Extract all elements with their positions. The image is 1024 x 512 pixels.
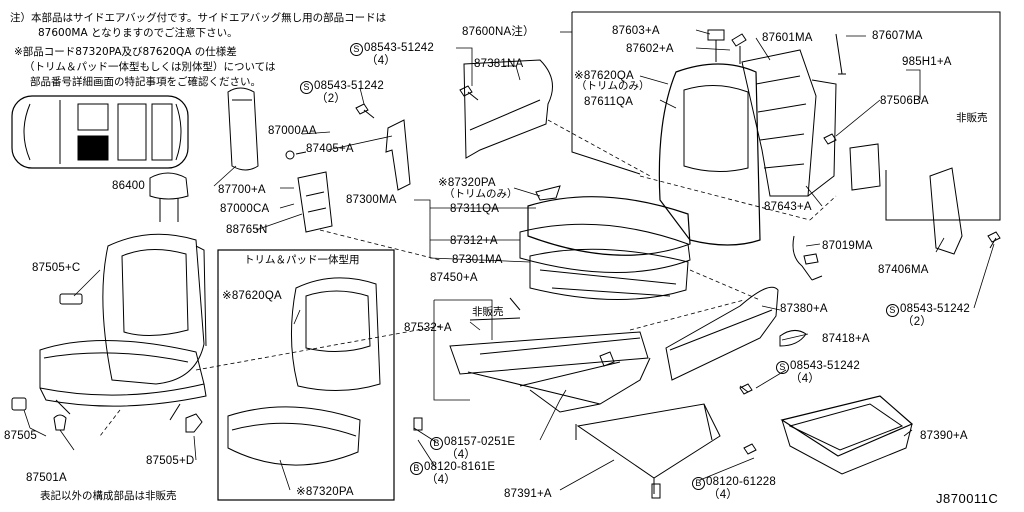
storage-box bbox=[780, 395, 914, 475]
callout-87418: 87418+A bbox=[822, 333, 870, 345]
seatback-group-frame bbox=[572, 11, 1001, 221]
callout-87381: 87381NA bbox=[474, 58, 524, 70]
callout-b-bolt-2-qty: （4） bbox=[426, 474, 456, 486]
b-bolt-3-code: 08120-61228 bbox=[706, 476, 776, 488]
s-mark-icon: S bbox=[300, 81, 313, 94]
callout-87700: 87700+A bbox=[218, 184, 266, 196]
vehicle-location-icon bbox=[11, 95, 189, 169]
assembled-seat bbox=[39, 233, 207, 421]
dashed-relation-lines bbox=[99, 119, 837, 437]
b-mark-icon: B bbox=[430, 437, 443, 450]
callout-87602: 87602+A bbox=[626, 43, 674, 55]
callout-87000ca: 87000CA bbox=[220, 203, 270, 215]
note-line-4: （トリム＆パッド一体型もしくは別体型）については bbox=[24, 61, 276, 73]
callout-87390: 87390+A bbox=[920, 430, 968, 442]
s-bolt-1-code: 08543-51242 bbox=[364, 42, 434, 54]
callout-87620qa-inset: ※87620QA bbox=[222, 290, 282, 302]
seat-slide-mechanism bbox=[449, 297, 651, 413]
callout-87505c: 87505+C bbox=[32, 262, 81, 274]
callout-87406: 87406MA bbox=[878, 264, 929, 276]
b-mark-icon: B bbox=[410, 462, 423, 475]
callout-87320pa-trim: ※87320PA bbox=[438, 177, 496, 189]
inset-title: トリム＆パッド一体型用 bbox=[244, 254, 360, 266]
rear-brackets bbox=[792, 167, 963, 281]
not-sold-label-2: 非販売 bbox=[472, 306, 504, 318]
brackets-87000 bbox=[285, 119, 411, 233]
callout-87311: 87311QA bbox=[450, 203, 500, 215]
note-line-3: ※部品コード87320PA及び87620QA の仕様差 bbox=[14, 46, 237, 58]
callout-s-bolt-3-qty: （2） bbox=[902, 316, 932, 328]
not-sold-label-1: 非販売 bbox=[956, 112, 988, 124]
callout-87380: 87380+A bbox=[780, 303, 828, 315]
footer-note: 表記以外の構成部品は非販売 bbox=[40, 490, 177, 502]
b-bolt-2-code: 08120-8161E bbox=[424, 461, 496, 473]
bolt-markers bbox=[355, 29, 1001, 455]
callout-87532: 87532+A bbox=[404, 322, 452, 334]
callout-87620qa-trim: ※87620QA bbox=[574, 70, 634, 82]
inset-trim-pad bbox=[227, 277, 381, 466]
inset-frame bbox=[217, 249, 395, 501]
callout-b-bolt-1-qty: （4） bbox=[446, 449, 476, 461]
callout-87019: 87019MA bbox=[822, 240, 873, 252]
leader-lines bbox=[23, 29, 995, 491]
callout-985h1: 985H1+A bbox=[902, 56, 952, 68]
callout-87600: 87600NA注） bbox=[462, 26, 535, 38]
callout-87320pa-trim-sub: （トリムのみ） bbox=[444, 188, 518, 200]
callout-87300: 87300MA bbox=[346, 194, 397, 206]
callout-86400: 86400 bbox=[112, 180, 145, 192]
callout-87501a: 87501A bbox=[26, 472, 67, 484]
headrest bbox=[149, 172, 189, 222]
seat-cushion-stack bbox=[519, 185, 691, 301]
seatback-assembly bbox=[658, 33, 881, 246]
callout-87607: 87607MA bbox=[872, 30, 923, 42]
b-bolt-1-code: 08157-0251E bbox=[444, 436, 516, 448]
note-line-1: 注）本部品はサイドエアバッグ付です。サイドエアバッグ無し用の部品コードは bbox=[10, 12, 387, 24]
s-mark-icon: S bbox=[350, 43, 363, 56]
callout-87312: 87312+A bbox=[450, 235, 498, 247]
callout-87320pa-inset: ※87320PA bbox=[296, 486, 354, 498]
callout-87506: 87506BA bbox=[880, 95, 929, 107]
callout-87505: 87505 bbox=[4, 430, 37, 442]
note-line-5: 部品番号詳細画面の特記事項をご確認ください。 bbox=[30, 76, 261, 88]
callout-87301: 87301MA bbox=[452, 254, 503, 266]
callout-87611: 87611QA bbox=[584, 96, 634, 108]
cushion-cover-clip bbox=[779, 330, 807, 347]
s-bolt-3-code: 08543-51242 bbox=[900, 303, 970, 315]
s-bolt-2-code: 08543-51242 bbox=[314, 80, 384, 92]
s-mark-icon: S bbox=[776, 361, 789, 374]
under-seat-tray bbox=[575, 403, 721, 499]
callout-87405: 87405+A bbox=[306, 143, 354, 155]
callout-88765: 88765N bbox=[226, 224, 268, 236]
seat-small-parts bbox=[11, 293, 203, 433]
callout-87000aa: 87000AA bbox=[268, 125, 317, 137]
callout-87601: 87601MA bbox=[762, 32, 813, 44]
diagram-code: J870011C bbox=[936, 491, 999, 506]
s-bolt-4-code: 08543-51242 bbox=[790, 360, 860, 372]
callout-87391: 87391+A bbox=[504, 488, 552, 500]
callout-87643: 87643+A bbox=[764, 201, 812, 213]
callout-s-bolt-1-qty: （4） bbox=[366, 55, 396, 67]
note-line-2: 87600MA となりますのでご注意下さい。 bbox=[38, 27, 238, 39]
seat-side-shields bbox=[463, 59, 779, 381]
callout-s-bolt-2-qty: （2） bbox=[316, 93, 346, 105]
callout-87620qa-trim-sub: （トリムのみ） bbox=[576, 80, 650, 92]
callout-87450: 87450+A bbox=[430, 272, 478, 284]
side-trim-panel bbox=[227, 87, 259, 171]
callout-s-bolt-4-qty: （4） bbox=[790, 373, 820, 385]
s-mark-icon: S bbox=[886, 304, 899, 317]
seatback-group-frame-2 bbox=[571, 12, 641, 175]
callout-87603: 87603+A bbox=[612, 25, 660, 37]
callout-87505d: 87505+D bbox=[146, 455, 195, 467]
callout-b-bolt-3-qty: （4） bbox=[708, 489, 738, 501]
b-mark-icon: B bbox=[692, 477, 705, 490]
